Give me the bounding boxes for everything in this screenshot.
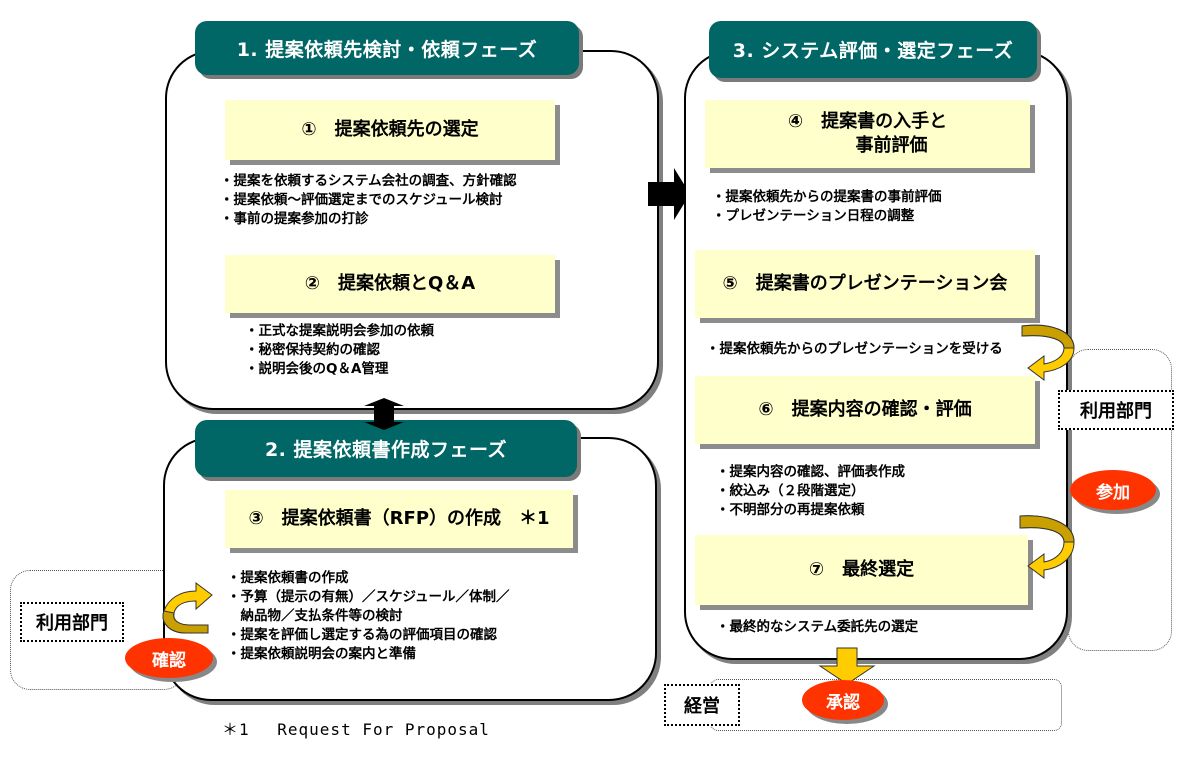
bullet: ・提案を評価し選定する為の評価項目の確認 [227,627,497,643]
bullet: 納品物／支払条件等の検討 [227,608,403,624]
right-action-oval: 参加 [1070,470,1156,510]
phase-2-frame [163,437,657,701]
management-frame [710,679,1062,731]
management-label: 経営 [664,684,740,726]
right-block-arrow-icon [648,168,690,220]
step-2-box: ② 提案依頼とQ＆A [225,255,555,313]
bullet: ・提案依頼先からの提案書の事前評価 [712,189,942,205]
right-user-dept-label: 利用部門 [1058,390,1174,430]
step-3-bullets: ・提案依頼書の作成 ・予算（提示の有無）／スケジュール／体制／ 納品物／支払条件… [227,569,510,664]
bullet: ・予算（提示の有無）／スケジュール／体制／ [227,589,510,605]
phase-3-header: 3. システム評価・選定フェーズ [709,21,1037,78]
step-6-bullets: ・提案内容の確認、評価表作成 ・絞込み（２段階選定） ・不明部分の再提案依頼 [716,463,905,520]
step-1-box: ① 提案依頼先の選定 [225,100,555,160]
bullet: ・提案依頼先からのプレゼンテーションを受ける [706,341,1003,357]
step-6-box: ⑥ 提案内容の確認・評価 [695,376,1035,444]
step-4-title-line2: 事前評価 [855,135,928,156]
curved-arrow-icon [162,582,213,634]
left-user-dept-label: 利用部門 [20,602,124,642]
step-5-box: ⑤ 提案書のプレゼンテーション会 [695,250,1035,318]
bullet: ・提案依頼～評価選定までのスケジュール検討 [220,192,503,208]
down-arrow-icon [818,647,876,685]
bullet: ・提案内容の確認、評価表作成 [716,464,905,480]
bullet: ・不明部分の再提案依頼 [716,502,865,518]
rfp-footnote: ＊1 Request For Proposal [222,720,490,739]
phase-1-header: 1. 提案依頼先検討・依頼フェーズ [195,21,579,75]
bullet: ・説明会後のQ＆A管理 [245,361,389,377]
curved-arrow-icon [1021,324,1075,381]
step-7-bullets: ・最終的なシステム委託先の選定 [716,618,918,637]
step-4-box: ④ 提案書の入手と 事前評価 [705,100,1030,168]
left-action-oval: 確認 [125,638,213,678]
step-4-title-line1: ④ 提案書の入手と [787,110,948,132]
bullet: ・正式な提案説明会参加の依頼 [245,323,434,339]
bullet: ・提案依頼説明会の案内と準備 [227,646,416,662]
bullet: ・プレゼンテーション日程の調整 [712,208,915,224]
bullet: ・事前の提案参加の打診 [220,211,369,227]
step-3-box: ③ 提案依頼書（RFP）の作成 ＊1 [225,490,573,548]
bullet: ・秘密保持契約の確認 [245,342,380,358]
bullet: ・絞込み（２段階選定） [716,483,865,499]
step-1-bullets: ・提案を依頼するシステム会社の調査、方針確認 ・提案依頼～評価選定までのスケジュ… [220,172,517,229]
vertical-double-arrow-icon [364,398,404,430]
step-4-bullets: ・提案依頼先からの提案書の事前評価 ・プレゼンテーション日程の調整 [712,188,942,226]
management-action-oval: 承認 [802,680,884,720]
step-7-box: ⑦ 最終選定 [695,535,1028,605]
bullet: ・最終的なシステム委託先の選定 [716,619,919,635]
phase-2-header: 2. 提案依頼書作成フェーズ [195,420,577,477]
curved-arrow-icon [1019,515,1075,579]
bullet: ・提案を依頼するシステム会社の調査、方針確認 [220,173,517,189]
step-5-bullets: ・提案依頼先からのプレゼンテーションを受ける [706,340,1003,359]
step-2-bullets: ・正式な提案説明会参加の依頼 ・秘密保持契約の確認 ・説明会後のQ＆A管理 [245,322,434,379]
bullet: ・提案依頼書の作成 [227,570,349,586]
